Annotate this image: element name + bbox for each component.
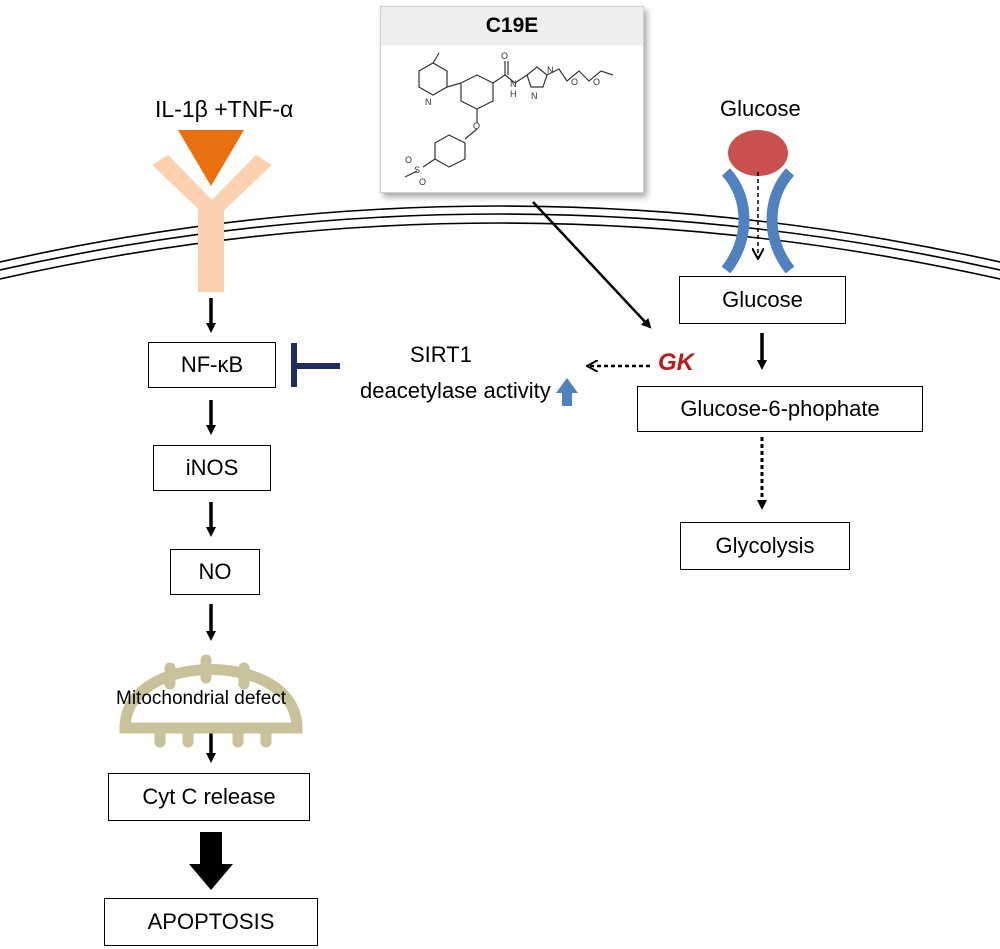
c19e-title: C19E [381, 7, 643, 45]
cell-membrane [0, 205, 1000, 280]
no-box: NO [170, 549, 260, 595]
svg-text:O: O [405, 155, 412, 165]
chemical-structure-icon: N N H N N O S O O O O O [404, 51, 614, 187]
mitochondrion-icon [119, 654, 303, 748]
svg-text:O: O [473, 121, 480, 131]
up-arrow-icon [556, 378, 578, 406]
mitochondrial-defect-label: Mitochondrial defect [116, 688, 287, 709]
svg-text:H: H [510, 89, 517, 99]
svg-text:O: O [571, 77, 578, 87]
glucose-outside-label: Glucose [720, 96, 801, 121]
ligand-triangle-icon [178, 130, 244, 186]
svg-text:N: N [510, 79, 517, 89]
svg-text:O: O [419, 177, 426, 187]
nfkb-box: NF-κB [148, 342, 276, 388]
apoptosis-arrow [189, 832, 233, 890]
ligand-label: IL-1β +TNF-α [155, 96, 294, 122]
transporter-left-icon [721, 168, 750, 274]
transporter-right-icon [766, 168, 795, 274]
gk-label: GK [658, 349, 694, 376]
svg-text:O: O [501, 51, 508, 61]
sirt1-inhibition-bar [291, 343, 340, 387]
svg-text:N: N [425, 97, 432, 107]
glucose-inside-box: Glucose [679, 276, 846, 324]
g6p-box: Glucose-6-phophate [637, 386, 923, 432]
svg-text:O: O [593, 77, 600, 87]
cytc-box: Cyt C release [108, 773, 310, 821]
sirt1-activity-label: deacetylase activity [360, 378, 551, 403]
c19e-structure-card: C19E [380, 6, 644, 193]
svg-text:N: N [547, 65, 554, 75]
svg-text:S: S [414, 165, 420, 175]
glucose-ball-icon [728, 130, 788, 176]
svg-text:N: N [531, 91, 538, 101]
apoptosis-box: APOPTOSIS [104, 898, 318, 946]
glycolysis-box: Glycolysis [680, 522, 850, 570]
inos-box: iNOS [153, 445, 271, 491]
c19e-to-gk-arrow [532, 201, 652, 329]
receptor-icon [152, 155, 272, 292]
sirt1-label: SIRT1 [410, 342, 472, 367]
